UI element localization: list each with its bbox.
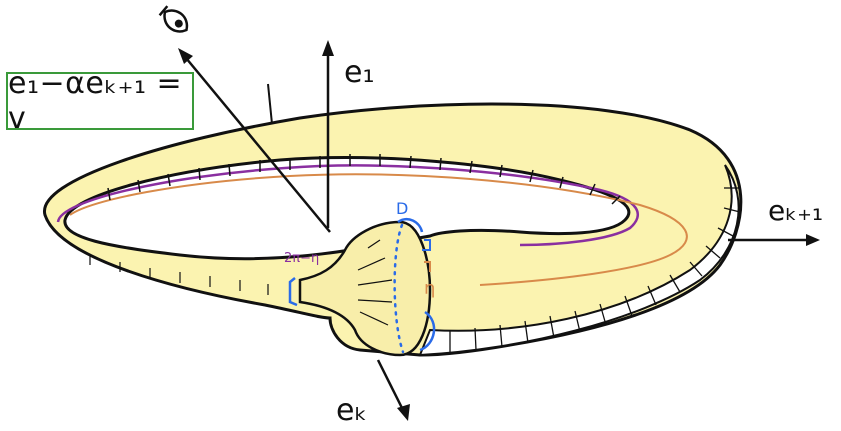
axis-ek1	[728, 234, 820, 246]
eye-icon	[158, 4, 193, 37]
axis-label-ek: eₖ	[336, 393, 367, 428]
annotation-2pi-minus-eta: 2π−η	[284, 251, 319, 266]
annotation-eta: η	[424, 278, 435, 299]
top-tick	[268, 84, 272, 124]
formula-text: e₁−αeₖ₊₁ = v	[8, 66, 192, 136]
axis-label-ek1: eₖ₊₁	[768, 194, 823, 227]
formula-box: e₁−αeₖ₊₁ = v	[6, 72, 194, 130]
annotation-D: D	[396, 199, 408, 218]
axis-label-e1: e₁	[344, 55, 374, 90]
axis-ek	[378, 360, 410, 421]
